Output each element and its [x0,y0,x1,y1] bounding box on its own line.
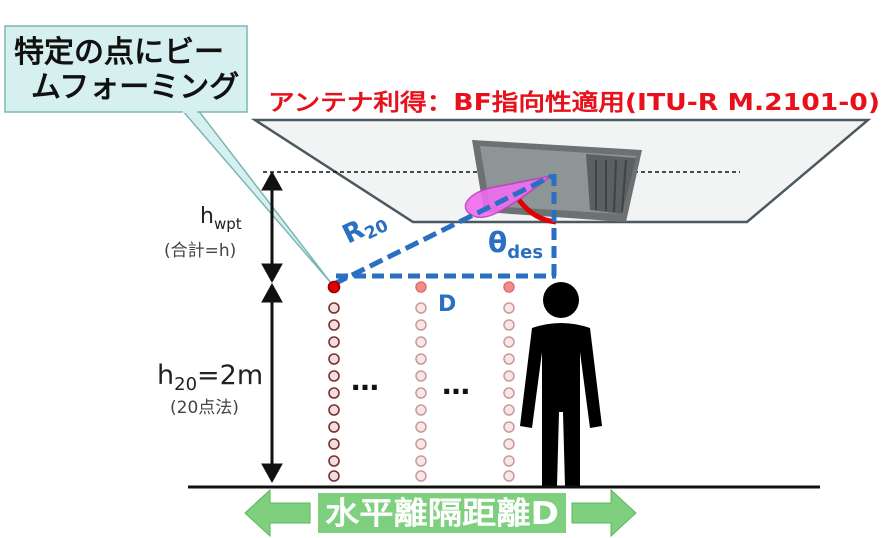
left-green-arrow [244,488,311,538]
ellipsis-1: … [351,364,379,397]
callout-line-2: ムフォーミング [31,70,239,105]
h20-dimension-arrow [261,282,283,484]
callout-box [4,25,248,113]
h20-note: (20点法) [170,398,239,418]
R20-dashed-line [332,173,554,287]
R20-label: R20 [338,204,392,253]
horizontal-distance-label: 水平離隔距離D [325,496,559,532]
right-green-arrow [571,488,637,538]
point-column-1 [327,280,341,482]
beam-target-point [327,280,341,294]
h-wpt-label: hwpt [200,204,242,233]
point-column-3 [503,281,515,482]
distance-label-bg [318,493,566,533]
h-wpt-note: (合計=h) [164,241,236,261]
D-label: D [438,292,456,317]
person-icon [520,282,602,486]
theta-des-label: θdes [488,226,543,263]
h-wpt-dimension-arrow [261,170,283,284]
h20-label: h20=2m [157,360,263,395]
antenna-gain-label: アンテナ利得：BF指向性適用(ITU-R M.2101-0) [268,89,880,116]
callout-line-1: 特定の点にビー [14,35,224,70]
point-column-2 [415,281,427,482]
ellipsis-2: … [442,368,470,401]
